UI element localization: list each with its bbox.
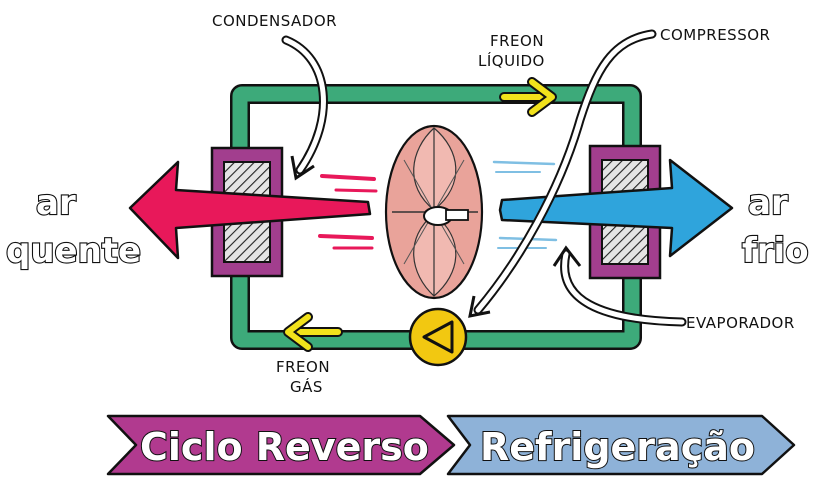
- cold-air-arrow: [498, 158, 734, 258]
- fan-icon: [384, 124, 484, 300]
- freon-gas-flow-arrow: [283, 312, 343, 352]
- freon-liquido-label-line1: FREON: [490, 32, 544, 50]
- condensador-label: CONDENSADOR: [212, 12, 337, 30]
- freon-gas-label-line1: FREON: [276, 358, 330, 376]
- refrigeracao-banner: Refrigeração: [446, 414, 796, 476]
- cold-air-label-line2: frio: [742, 231, 809, 271]
- condensador-pointer: [281, 35, 328, 181]
- evaporador-pointer: [552, 245, 687, 327]
- refrigeracao-text: Refrigeração: [480, 425, 755, 469]
- ciclo-reverso-text: Ciclo Reverso: [140, 425, 429, 469]
- hot-air-label-line1: ar: [36, 183, 76, 223]
- ciclo-reverso-banner: Ciclo Reverso: [106, 414, 456, 476]
- compressor-label: COMPRESSOR: [660, 26, 770, 44]
- compressor-pointer: [468, 29, 657, 318]
- hot-air-label-line2: quente: [6, 231, 141, 271]
- freon-gas-label-line2: GÁS: [290, 377, 323, 396]
- compressor-icon: [408, 307, 468, 367]
- airflow-dashes: [318, 160, 558, 250]
- freon-liquido-label-line2: LÍQUIDO: [478, 51, 545, 70]
- evaporador-label: EVAPORADOR: [686, 314, 795, 332]
- freon-liquid-flow-arrow: [499, 77, 557, 117]
- cold-air-label-line1: ar: [748, 183, 788, 223]
- hot-air-arrow: [128, 160, 372, 260]
